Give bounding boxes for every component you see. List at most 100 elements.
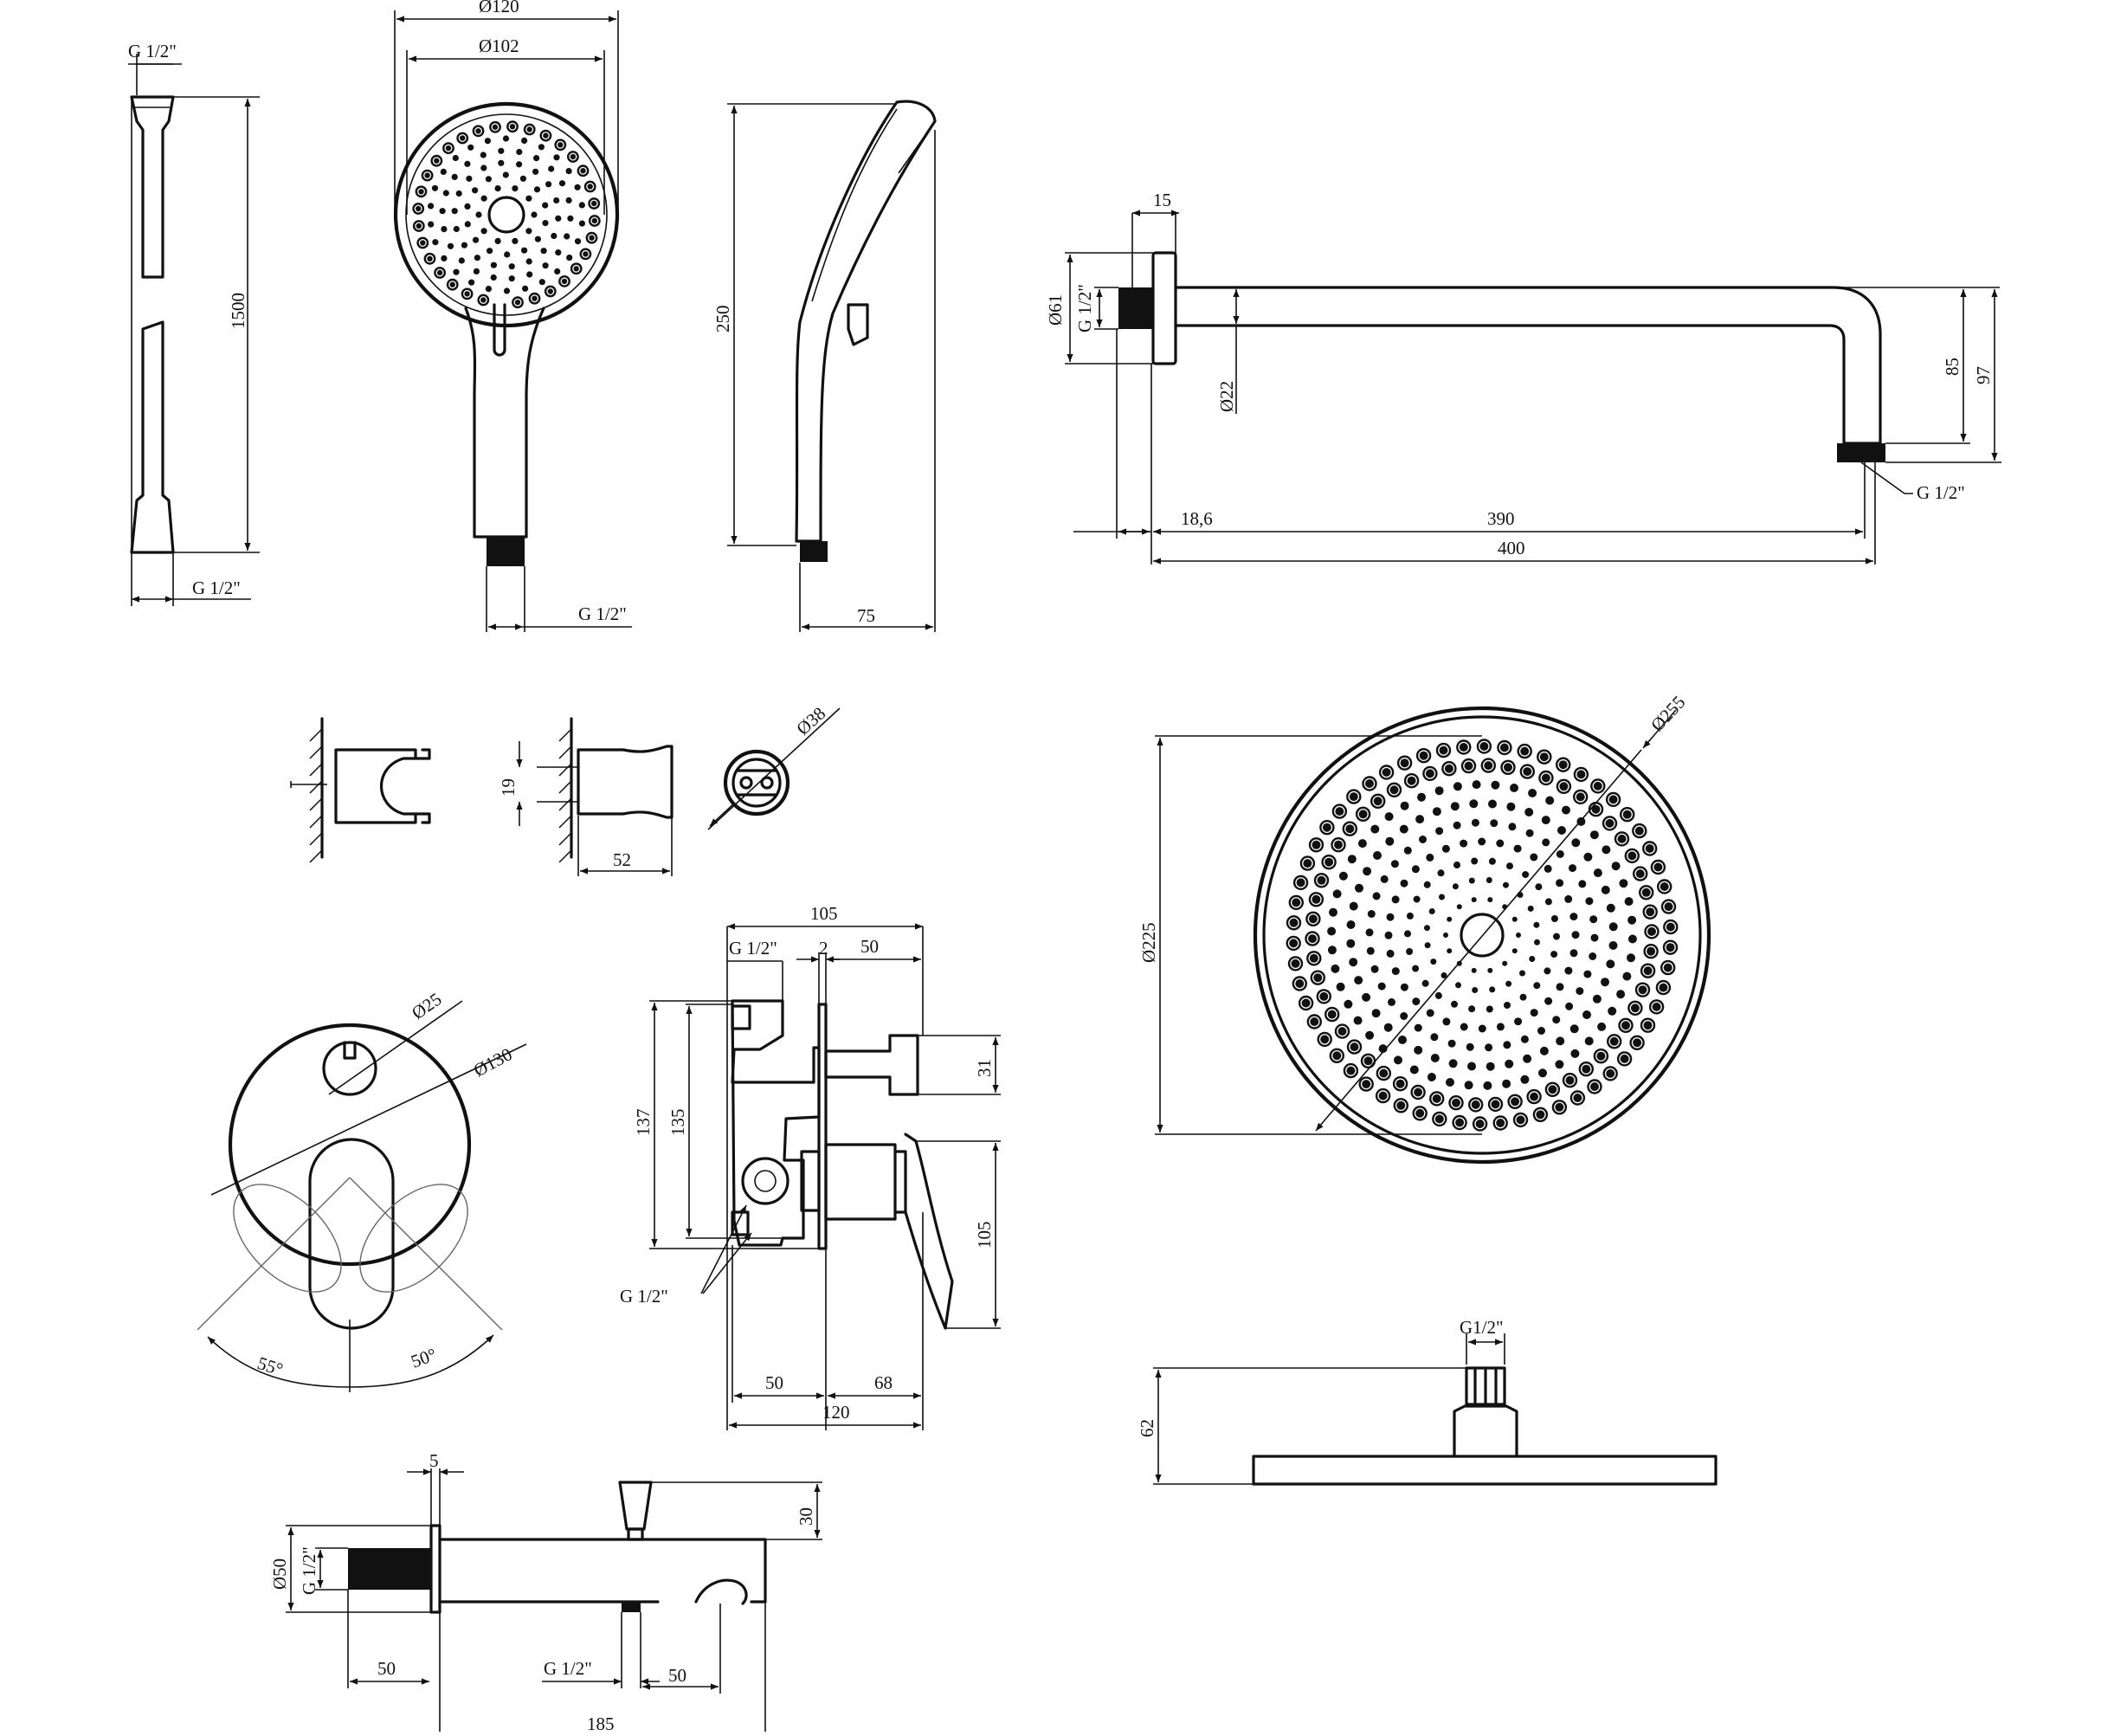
nozzle [1608, 941, 1618, 950]
nozzle [461, 242, 468, 248]
nozzle [1308, 934, 1317, 944]
nozzle [1434, 1114, 1444, 1124]
nozzle [1313, 973, 1323, 983]
nozzle [1349, 792, 1358, 802]
nozzle [1414, 1023, 1422, 1032]
hose-top-thread-label: G 1/2" [128, 41, 177, 61]
nozzle [1412, 965, 1420, 972]
nozzle [1317, 875, 1326, 885]
nozzle [1617, 834, 1627, 843]
spout-length-label: 185 [587, 1713, 615, 1732]
nozzle-ring [1342, 821, 1358, 836]
nozzle-ring [1329, 1048, 1345, 1064]
nozzle [555, 249, 562, 256]
nozzle-ring [588, 215, 601, 227]
nozzle [1664, 902, 1673, 912]
nozzle [1489, 986, 1496, 993]
nozzle-ring [583, 180, 596, 193]
nozzle [525, 258, 532, 265]
nozzle-ring [1519, 764, 1536, 779]
nozzle [440, 168, 447, 175]
nozzle [1396, 1100, 1406, 1110]
nozzle [1569, 1024, 1579, 1034]
nozzle [1601, 885, 1610, 894]
nozzle [1413, 895, 1421, 903]
nozzle [1344, 999, 1353, 1009]
nozzle [1336, 982, 1345, 991]
nozzle-ring [1500, 759, 1516, 775]
nozzle [533, 186, 541, 193]
spout-wall-thread-label: G 1/2" [299, 1546, 319, 1595]
nozzle-ring [1412, 1106, 1428, 1121]
nozzle [1430, 958, 1437, 965]
nozzle [1634, 826, 1644, 836]
nozzle-ring [489, 120, 501, 133]
nozzle [1296, 878, 1305, 887]
nozzle [1488, 799, 1497, 809]
hand-shower-thread-label: G 1/2" [578, 603, 627, 624]
nozzle [1346, 920, 1356, 929]
nozzle [475, 211, 482, 218]
nozzle-ring [1619, 807, 1635, 823]
nozzle-ring [1432, 1111, 1447, 1127]
nozzle [1589, 830, 1599, 840]
nozzle [1468, 877, 1475, 884]
nozzle [1569, 949, 1578, 958]
nozzle [1312, 894, 1321, 904]
nozzle [1373, 851, 1382, 860]
nozzle [589, 235, 595, 241]
nozzle [1583, 970, 1592, 978]
nozzle [1378, 1091, 1388, 1100]
nozzle [570, 153, 577, 160]
nozzle [1391, 967, 1400, 976]
nozzle [424, 172, 430, 178]
nozzle [1663, 963, 1673, 972]
nozzle [1373, 797, 1382, 806]
mixer-height-inner-label: 135 [667, 1109, 688, 1137]
nozzle [508, 275, 515, 282]
spout-diverter-offset-label: 50 [668, 1665, 686, 1686]
arm-outlet-thread-label: G 1/2" [1917, 482, 1965, 503]
nozzle [475, 128, 481, 134]
nozzle [1425, 769, 1434, 778]
nozzle-ring [1640, 963, 1656, 978]
nozzle [1608, 1006, 1617, 1016]
nozzle [558, 142, 564, 148]
nozzle [447, 242, 454, 249]
nozzle [1309, 953, 1318, 963]
nozzle-ring [415, 185, 428, 198]
arm-tube-diameter-label: Ø22 [1216, 381, 1237, 412]
nozzle [1596, 1051, 1606, 1061]
mixer-body-right-label: 68 [874, 1372, 893, 1393]
nozzle [573, 266, 579, 272]
nozzle [1292, 898, 1301, 907]
nozzle [509, 124, 516, 130]
nozzle-ring [1587, 1079, 1602, 1094]
nozzle [492, 124, 499, 130]
nozzle [1491, 1100, 1500, 1109]
nozzle [1622, 810, 1632, 819]
nozzle-ring [442, 142, 454, 155]
spout-flange-diameter-label: Ø50 [269, 1559, 290, 1590]
nozzle [1523, 767, 1532, 777]
nozzle-ring [1346, 1039, 1363, 1055]
nozzle [428, 221, 435, 228]
nozzle [1370, 965, 1379, 973]
nozzle-ring [1544, 1081, 1561, 1098]
nozzle [1289, 939, 1299, 948]
nozzle-ring [423, 252, 436, 265]
nozzle [534, 236, 542, 242]
nozzle-ring [558, 274, 570, 287]
nozzle [1475, 1120, 1485, 1128]
nozzle [502, 135, 510, 142]
nozzle [566, 255, 573, 261]
nozzle [494, 237, 501, 244]
nozzle-ring [1642, 904, 1658, 920]
nozzle [1332, 1051, 1342, 1061]
nozzle [1548, 1085, 1557, 1094]
nozzle [1539, 1046, 1549, 1055]
nozzle-ring [1663, 919, 1679, 935]
nozzle [1371, 1009, 1381, 1018]
nozzle [1337, 1027, 1347, 1036]
nozzle [1427, 1073, 1436, 1081]
